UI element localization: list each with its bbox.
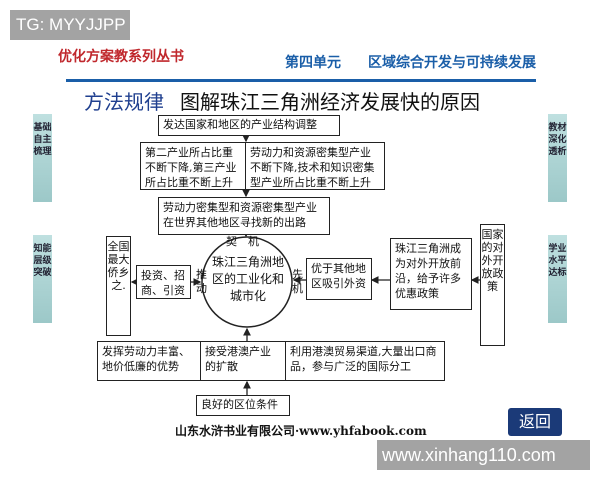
watermark-top: TG: MYYJJPP (10, 10, 130, 40)
bottom-box-2: 接受港澳产业的扩散 (200, 341, 286, 381)
right-box-2: 珠江三角洲成为对外开放前沿，给予许多优惠政策 (390, 238, 472, 310)
top-box: 发达国家和地区的产业结构调整 (158, 115, 340, 136)
left-tall-box: 全国最大侨乡之. (106, 236, 131, 336)
page-title: 图解珠江三角洲经济发展快的原因 (180, 90, 480, 114)
push-label: 推动 (196, 268, 207, 295)
center-circle (201, 236, 293, 328)
series-title: 优化方案教系列丛书 (58, 49, 184, 65)
watermark-bottom: www.xinhang110.com (377, 440, 590, 470)
second-right-box: 劳动力和资源密集型产业不断下降,技术和知识密集型产业所占比重不断上升 (245, 142, 385, 190)
unit-label: 第四单元 (285, 55, 341, 71)
left-box: 投资、招商、引资 (136, 265, 191, 299)
second-left-box: 第二产业所占比重不断下降,第三产业所占比重不断上升 (140, 142, 246, 190)
footer-publisher: 山东水浒书业有限公司·www.yhfabook.com (175, 424, 427, 438)
unit-title: 区域综合开发与可持续发展 (368, 55, 536, 71)
right-box: 优于其他地区吸引外资 (306, 258, 372, 300)
opportunity-label: 契 机 (226, 235, 259, 248)
third-box: 劳动力密集型和资源密集型产业在世界其他地区寻找新的出路 (158, 197, 330, 235)
header-divider (66, 79, 536, 82)
side-tab-breakthrough[interactable]: 知能层级突破 (33, 235, 52, 323)
center-text: 珠江三角洲地区的工业化和城市化 (212, 255, 285, 303)
side-tab-assessment[interactable]: 学业水平达标 (548, 235, 567, 323)
back-button[interactable]: 返回 (508, 408, 562, 436)
bottom-box-1: 发挥劳动力丰富、地价低廉的优势 (97, 341, 201, 381)
bottom-box-3: 利用港澳贸易渠道,大量出口商品，参与广泛的国际分工 (285, 341, 445, 381)
location-box: 良好的区位条件 (196, 395, 290, 416)
side-tab-basics[interactable]: 基础自主梳理 (33, 114, 52, 202)
advantage-label: 先机 (292, 268, 303, 295)
title-prefix: 方法规律 (84, 90, 164, 114)
right-tall-box: 国家的对外开放政策 (480, 224, 505, 346)
side-tab-textbook[interactable]: 教材深化透析 (548, 114, 567, 202)
